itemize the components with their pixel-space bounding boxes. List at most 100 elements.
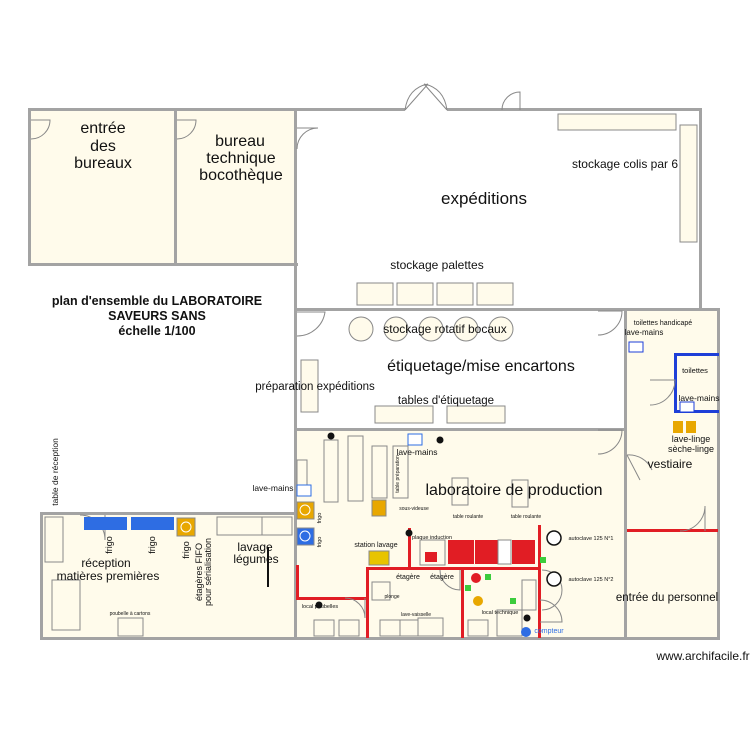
vertical-labels: table de réception frigo frigo frigo éta…: [50, 438, 401, 606]
door-poubelles[interactable]: [344, 597, 366, 619]
wall: [40, 512, 297, 515]
wall: [28, 263, 298, 266]
poubelle-cartons: [117, 617, 144, 637]
counter: [323, 439, 339, 503]
wall: [717, 308, 720, 640]
door-main[interactable]: [404, 83, 448, 111]
table-preparation-label: table préparation: [395, 455, 401, 493]
drain: [405, 529, 413, 537]
door-labo-right[interactable]: [597, 429, 623, 455]
wall: [294, 308, 297, 640]
station-lavage-label: station lavage: [354, 542, 397, 549]
cooking-unit: [497, 539, 512, 565]
autoclave-1-icon: [546, 530, 562, 546]
toilet-walls: [674, 353, 719, 413]
partition: [366, 567, 369, 638]
green-marker: [540, 557, 546, 563]
equipment: [84, 341, 696, 637]
lave-mains-label-1: lave-mains: [625, 328, 664, 337]
plaque-red: [425, 552, 437, 562]
lave-mains-label-4: lave-mains: [252, 483, 293, 493]
door-vestiaire[interactable]: [626, 454, 653, 481]
compteur-icon: [521, 627, 531, 637]
lave-linge-unit: [673, 421, 683, 433]
table-roulante: [511, 479, 529, 508]
toilet-wall: [674, 410, 719, 413]
door-bureau[interactable]: [176, 119, 197, 140]
floor-vestiaire: [627, 310, 718, 638]
station-lavage-unit: [368, 550, 390, 566]
wall: [28, 108, 405, 111]
wall: [294, 108, 297, 310]
partition: [408, 528, 411, 568]
toilettes-handicape-label: toilettes handicapé: [634, 320, 692, 327]
plonge-label: plonge: [384, 594, 399, 600]
fan-icon: [180, 521, 192, 533]
wall: [294, 308, 719, 311]
poubelle: [338, 619, 360, 637]
stockage-rotatif-label: stockage rotatif bocaux: [383, 322, 506, 336]
door-etiquetage-right[interactable]: [597, 310, 623, 336]
etagere-label-2: étagère: [430, 574, 454, 581]
cooking-unit: [512, 540, 535, 564]
plaque-induction-label: plaque induction: [412, 535, 452, 541]
toilet-wall: [674, 353, 719, 356]
door-bureau-expeditions[interactable]: [296, 127, 319, 150]
door-expeditions[interactable]: [501, 91, 521, 111]
autoclave-2-icon: [546, 571, 562, 587]
table-etiquetage: [374, 405, 434, 424]
local-poubelles-label: local poubelles: [302, 604, 339, 610]
partition: [461, 567, 464, 638]
seche-linge-label: sèche-linge: [668, 444, 714, 454]
door-personnel[interactable]: [679, 505, 706, 532]
green-marker: [510, 598, 516, 604]
door-plonge[interactable]: [439, 569, 461, 591]
door-etiquetage[interactable]: [296, 311, 326, 337]
poubelle-cartons-label: poubelle à cartons: [110, 611, 151, 617]
poubelle: [313, 619, 335, 637]
green-marker: [485, 574, 491, 580]
door-entree-bureaux[interactable]: [30, 119, 51, 140]
table-roulante: [451, 477, 469, 506]
palette: [476, 282, 514, 306]
red-partitions: [296, 525, 718, 638]
shelf-stockage-colis: [557, 113, 677, 131]
table-reception-label: table de réception: [50, 438, 60, 506]
etageres-fifo-label: étagères FIFO: [194, 543, 204, 601]
drain: [436, 436, 444, 444]
lave-mains-icon: [628, 341, 644, 353]
wall: [624, 308, 627, 640]
frigo-block: [131, 517, 174, 530]
technique-unit: [521, 579, 537, 611]
wall: [40, 512, 43, 640]
frigo-label-2: frigo: [147, 536, 157, 554]
frigo-unit: [176, 517, 196, 537]
palette: [436, 282, 474, 306]
wall: [447, 108, 702, 111]
table-roulante-label-2: table roulante: [511, 514, 542, 520]
autoclave-1-label: autoclave 125 N°1: [568, 536, 613, 542]
stockage-rotatif: [348, 316, 374, 342]
reception-pallet: [51, 579, 81, 631]
table-etiquetage: [446, 405, 506, 424]
drain-line: [267, 547, 269, 587]
table-reception-shelf: [44, 516, 64, 563]
table-roulante-label-1: table roulante: [453, 514, 484, 520]
pour-serialisation-label: pour sérialisation: [203, 538, 213, 606]
lave-vaisselle-unit: [417, 617, 444, 637]
partition: [538, 525, 541, 638]
local-technique-label: local technique: [482, 610, 519, 616]
compteur-label: compteur: [534, 628, 564, 635]
door-toilettes[interactable]: [649, 379, 676, 406]
technique-unit: [467, 619, 489, 637]
stockage-palettes-label: stockage palettes: [390, 258, 483, 272]
table-preparation-expeditions: [300, 359, 319, 413]
door-bottom[interactable]: [539, 599, 563, 623]
stockage-rotatif: [383, 316, 409, 342]
lave-mains-icon: [296, 484, 312, 497]
door-local-technique[interactable]: [541, 569, 563, 611]
cooking-unit: [448, 540, 474, 564]
watermark: www.archifacile.fr: [655, 649, 749, 663]
